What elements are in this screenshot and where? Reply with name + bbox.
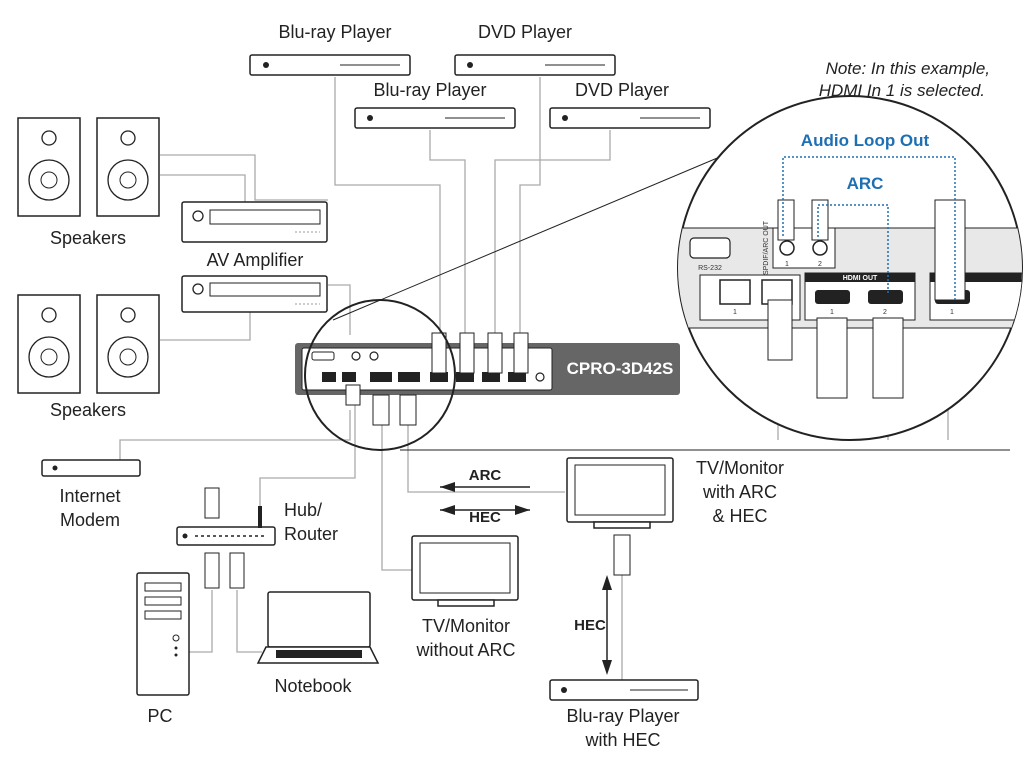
tv-with-arc: TV/Monitor with ARC & HEC: [566, 457, 784, 576]
av-amplifier-top: AV Amplifier: [181, 201, 328, 270]
dvd-2-label: DVD Player: [575, 80, 669, 100]
bluray-2-label: Blu-ray Player: [373, 80, 486, 100]
hec-vertical-arrow: HEC: [574, 575, 612, 675]
note-line-1: Note: In this example,: [826, 59, 990, 78]
tv-arc-label-1: TV/Monitor: [696, 458, 784, 478]
rs232-label: RS-232: [698, 265, 722, 272]
cpro-device: CPRO-3D42S: [295, 332, 680, 426]
hdmi-out-2: 2: [883, 309, 887, 316]
av-amplifier-label: AV Amplifier: [207, 250, 304, 270]
zoom-detail: RS-232 SPDIF/ARC OUT 1 2 ETHERNET 1 HDMI…: [677, 95, 1023, 441]
device-model: CPRO-3D42S: [567, 359, 674, 378]
bluray-player-hec: Blu-ray Player with HEC: [549, 679, 699, 750]
dvd-player-2: DVD Player: [549, 80, 711, 129]
pc-label: PC: [147, 706, 172, 726]
arc-arrow-label: ARC: [469, 467, 502, 484]
dvd-player-top: DVD Player: [454, 22, 616, 76]
arc-hec-arrows: ARC HEC: [440, 467, 530, 526]
modem-label-2: Modem: [60, 510, 120, 530]
bluray-top-label: Blu-ray Player: [278, 22, 391, 42]
speakers-top: Speakers: [17, 117, 160, 248]
speakers-bottom-label: Speakers: [50, 400, 126, 420]
tv-without-arc: TV/Monitor without ARC: [411, 535, 519, 660]
av-amplifier-bottom: [181, 275, 328, 313]
hdmi-out-1: 1: [830, 309, 834, 316]
audio-loop-out-label: Audio Loop Out: [801, 131, 930, 150]
hub-label-2: Router: [284, 524, 338, 544]
speakers-top-label: Speakers: [50, 228, 126, 248]
wires: [119, 77, 1010, 680]
zoom-source-circle: [304, 299, 456, 451]
speakers-bottom: Speakers: [17, 294, 160, 420]
hec-arrow-label: HEC: [469, 509, 501, 526]
hec-vertical-label: HEC: [574, 617, 606, 634]
tv-noarc-label-1: TV/Monitor: [422, 616, 510, 636]
tv-noarc-label-2: without ARC: [415, 640, 515, 660]
tv-arc-label-3: & HEC: [712, 506, 767, 526]
tv-arc-label-2: with ARC: [702, 482, 777, 502]
spdif-1: 1: [785, 261, 789, 268]
dvd-top-label: DVD Player: [478, 22, 572, 42]
hdmi-out-label: HDMI OUT: [843, 275, 878, 282]
bluray-hec-label-1: Blu-ray Player: [566, 706, 679, 726]
bluray-player-2: Blu-ray Player: [354, 80, 516, 129]
hdmi-in-1: 1: [950, 309, 954, 316]
notebook-laptop: Notebook: [256, 591, 380, 696]
arc-zoom-label: ARC: [847, 174, 884, 193]
bluray-hec-label-2: with HEC: [584, 730, 660, 750]
notebook-label: Notebook: [274, 676, 352, 696]
modem-label-1: Internet: [59, 486, 120, 506]
pc-tower: PC: [136, 572, 190, 726]
spdif-label: SPDIF/ARC OUT: [763, 220, 770, 275]
note-line-2: HDMI In 1 is selected.: [819, 81, 985, 100]
hub-router: Hub/ Router: [176, 487, 338, 589]
spdif-2: 2: [818, 261, 822, 268]
bluray-player-top: Blu-ray Player: [249, 22, 411, 76]
ethernet-label: ETHERNET: [703, 280, 710, 318]
ethernet-num: 1: [733, 309, 737, 316]
internet-modem: Internet Modem: [41, 459, 141, 530]
hub-label-1: Hub/: [284, 500, 322, 520]
